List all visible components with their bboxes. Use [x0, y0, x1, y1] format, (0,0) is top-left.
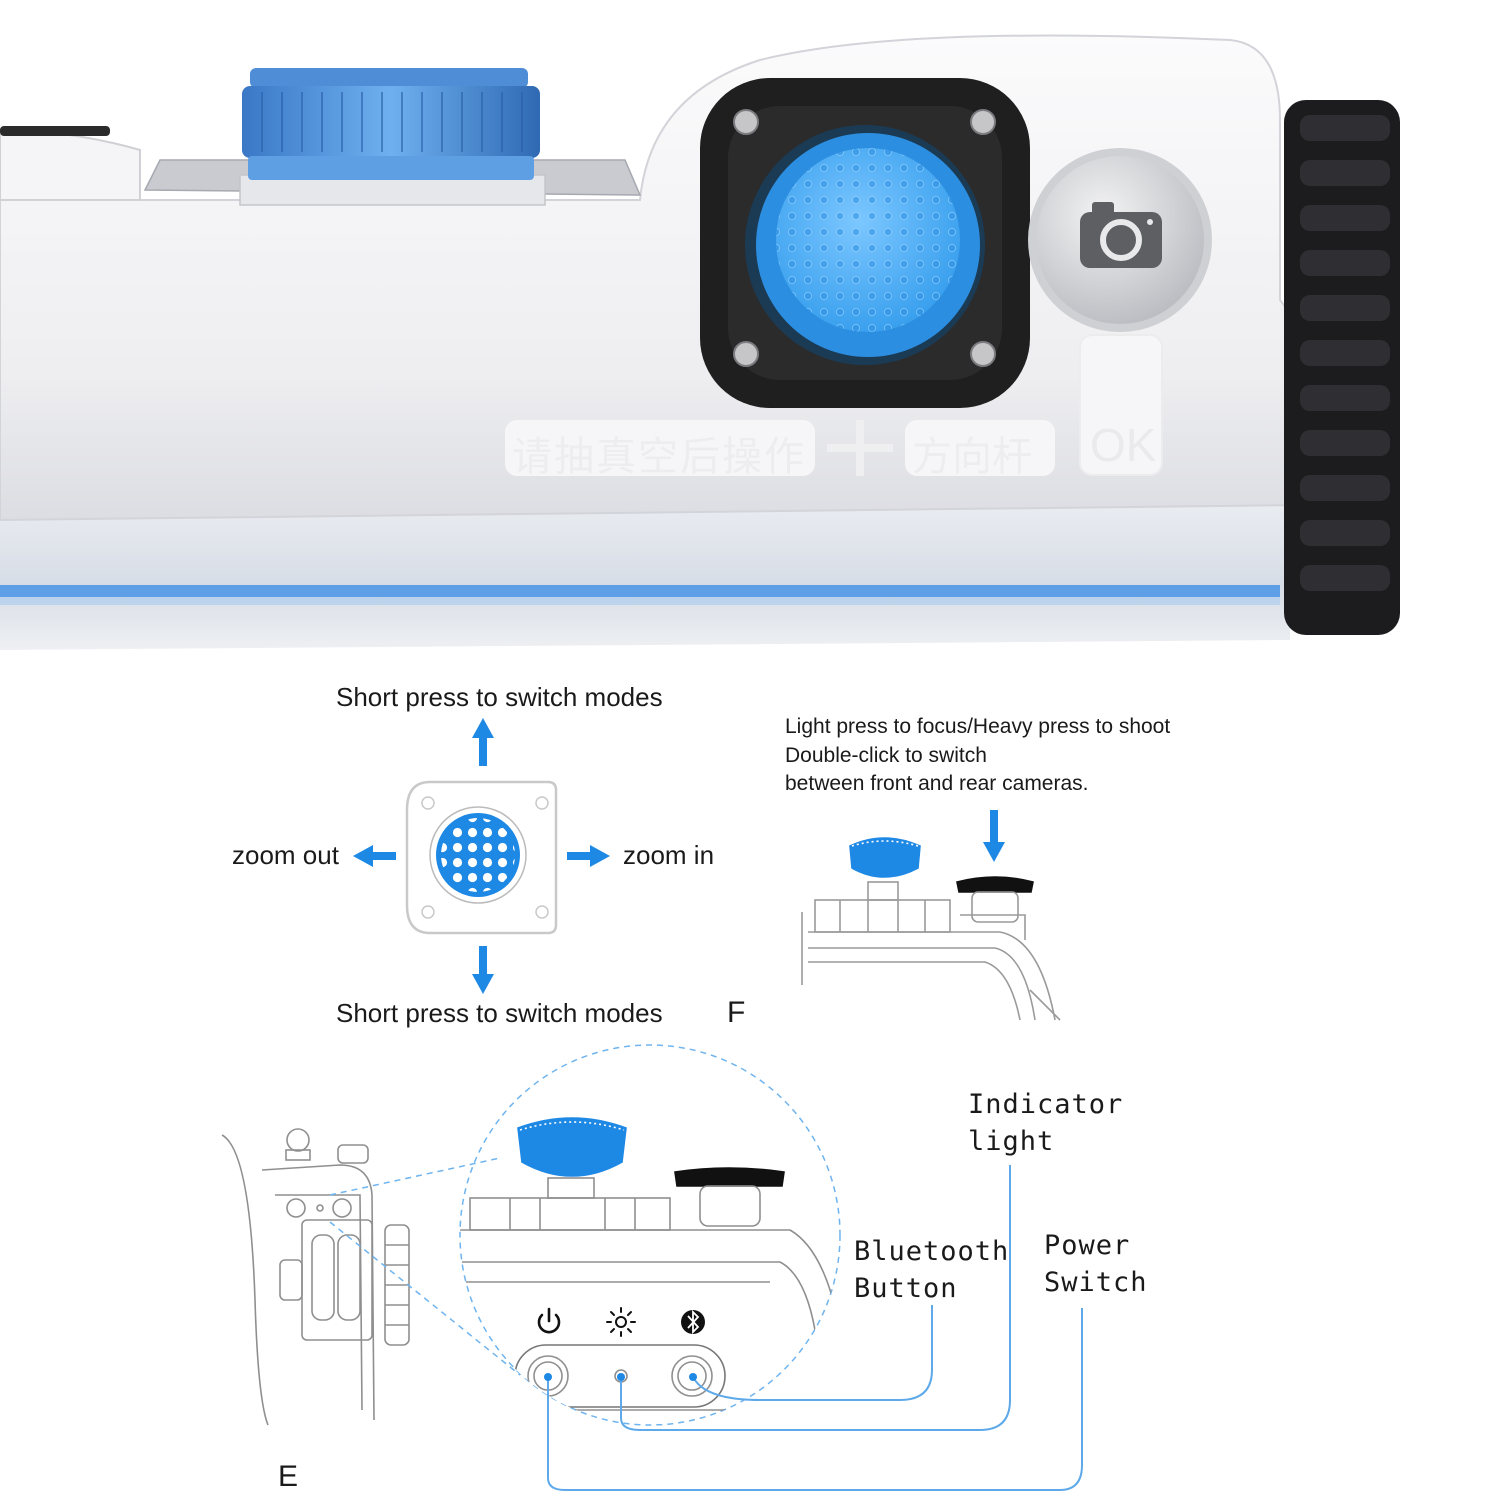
- leader-lines: [547, 1165, 1083, 1491]
- panel-letter-f: F: [727, 996, 746, 1029]
- camera-icon: [1080, 202, 1162, 268]
- bluetooth-button-label-2: Button: [854, 1273, 958, 1304]
- power-icon: [537, 1307, 561, 1334]
- shutter-line-3: between front and rear cameras.: [785, 772, 1089, 795]
- joystick-down-label: Short press to switch modes: [336, 998, 663, 1028]
- embossed-joystick-text: 方向杆: [912, 434, 1032, 480]
- arrow-up-icon: [472, 718, 494, 766]
- joystick-illustration: [405, 780, 558, 935]
- power-switch-label-2: Switch: [1044, 1267, 1148, 1298]
- side-case-illustration: [221, 1128, 410, 1426]
- arrow-right-icon: [567, 845, 610, 867]
- indicator-light-label-2: light: [968, 1126, 1055, 1157]
- embossed-warning-text: 请抽真空后操作: [512, 434, 806, 480]
- bluetooth-button-label-1: Bluetooth: [854, 1236, 1010, 1267]
- panel-letter-e: E: [278, 1460, 299, 1493]
- bluetooth-icon: [681, 1309, 705, 1335]
- shutter-line-1: Light press to focus/Heavy press to shoo…: [785, 715, 1171, 738]
- shutter-line-2: Double-click to switch: [785, 744, 987, 767]
- arrow-down-icon: [472, 946, 494, 994]
- shutter-illustration: [801, 837, 1061, 1021]
- power-switch-label-1: Power: [1044, 1230, 1131, 1261]
- indicator-light-label-1: Indicator: [968, 1089, 1124, 1120]
- housing-photo: [0, 34, 1400, 650]
- zoom-in-label: zoom in: [623, 840, 715, 870]
- zoom-out-label: zoom out: [232, 840, 339, 870]
- arrow-press-icon: [983, 810, 1005, 862]
- arrow-left-icon: [353, 845, 396, 867]
- brightness-icon: [606, 1307, 636, 1337]
- joystick-up-label: Short press to switch modes: [336, 682, 663, 712]
- direction-arrows: [353, 718, 610, 994]
- embossed-ok-text: OK: [1090, 419, 1157, 471]
